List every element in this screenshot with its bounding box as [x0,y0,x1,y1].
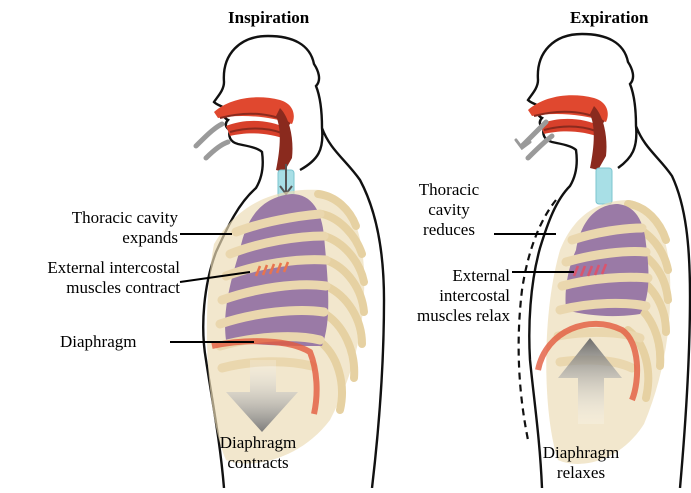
inspiration-title: Inspiration [228,8,309,28]
diaphragm-label: Diaphragm [60,332,136,352]
expiration-panel [494,34,690,488]
expiration-title: Expiration [570,8,648,28]
inspiration-airway [214,97,294,172]
inspiration-panel [170,36,384,488]
thoracic-cavity-reduces-label: Thoracic cavity reduces [404,180,494,240]
inspiration-air-arrows [196,124,228,158]
expiration-airway [528,95,608,170]
diaphragm-relaxes-label: Diaphragm relaxes [526,443,636,483]
diaphragm-contracts-label: Diaphragm contracts [196,433,320,473]
external-intercostal-relax-label: External intercostal muscles relax [400,266,510,326]
expiration-trachea [596,168,612,204]
thoracic-cavity-expands-label: Thoracic cavity expands [20,208,178,248]
external-intercostal-contract-label: External intercostal muscles contract [6,258,180,298]
